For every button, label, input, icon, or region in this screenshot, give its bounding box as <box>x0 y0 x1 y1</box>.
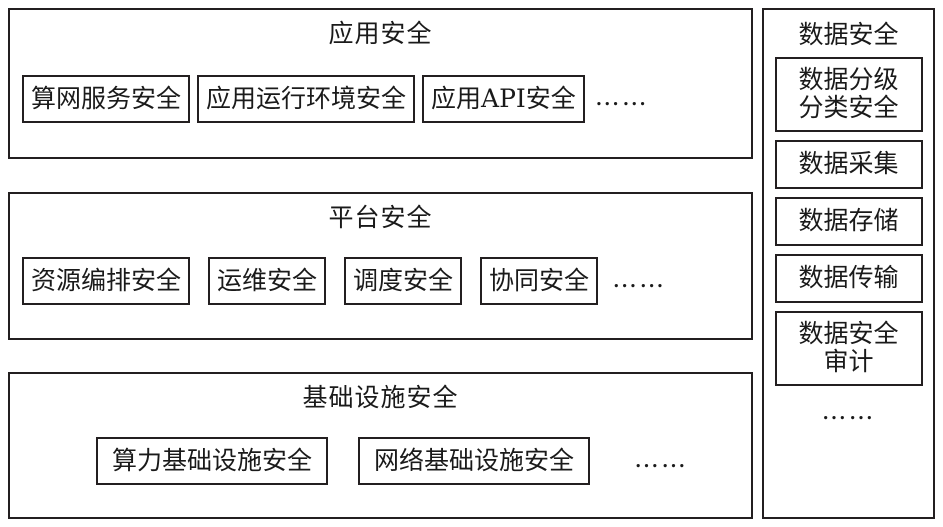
layer-items-application-security: 算网服务安全 应用运行环境安全 应用API安全 …… <box>10 46 751 157</box>
item-box-computing-infrastructure-security: 算力基础设施安全 <box>96 436 329 485</box>
ellipsis-infrastructure-security: …… <box>634 444 689 473</box>
item-box-compute-network-service-security: 算网服务安全 <box>22 74 191 123</box>
layer-panel-infrastructure-security: 基础设施安全 算力基础设施安全 网络基础设施安全 …… <box>8 372 753 519</box>
item-box-scheduling-security: 调度安全 <box>344 256 463 305</box>
layer-panel-platform-security: 平台安全 资源编排安全 运维安全 调度安全 协同安全 …… <box>8 191 753 340</box>
item-box-collaboration-security: 协同安全 <box>480 256 599 305</box>
item-box-data-collection: 数据采集 <box>774 140 923 189</box>
item-box-network-infrastructure-security: 网络基础设施安全 <box>358 436 591 485</box>
layer-items-platform-security: 资源编排安全 运维安全 调度安全 协同安全 …… <box>10 230 751 338</box>
ellipsis-data-security: …… <box>821 396 876 425</box>
item-box-data-storage: 数据存储 <box>774 197 923 246</box>
item-box-operations-maintenance-security: 运维安全 <box>208 256 327 305</box>
layer-items-infrastructure-security: 算力基础设施安全 网络基础设施安全 …… <box>10 410 751 517</box>
ellipsis-platform-security: …… <box>612 264 667 293</box>
ellipsis-application-security: …… <box>594 82 649 111</box>
layer-stack: 应用安全 算网服务安全 应用运行环境安全 应用API安全 …… 平台安全 资源编… <box>8 8 753 519</box>
item-box-application-api-security: 应用API安全 <box>422 74 585 123</box>
layer-panel-application-security: 应用安全 算网服务安全 应用运行环境安全 应用API安全 …… <box>8 8 753 159</box>
panel-title-data-security: 数据安全 <box>798 20 899 49</box>
item-box-data-security-audit: 数据安全 审计 <box>774 311 923 386</box>
layer-title-platform-security: 平台安全 <box>328 202 433 232</box>
item-box-application-runtime-environment-security: 应用运行环境安全 <box>197 74 416 123</box>
layer-title-application-security: 应用安全 <box>328 19 433 48</box>
item-box-data-classification-grading-security: 数据分级 分类安全 <box>774 57 923 132</box>
item-box-data-transmission: 数据传输 <box>774 254 923 303</box>
item-box-resource-orchestration-security: 资源编排安全 <box>22 256 191 305</box>
layer-title-infrastructure-security: 基础设施安全 <box>302 383 459 412</box>
panel-data-security: 数据安全 数据分级 分类安全 数据采集 数据存储 数据传输 数据安全 审计 …… <box>762 8 935 519</box>
